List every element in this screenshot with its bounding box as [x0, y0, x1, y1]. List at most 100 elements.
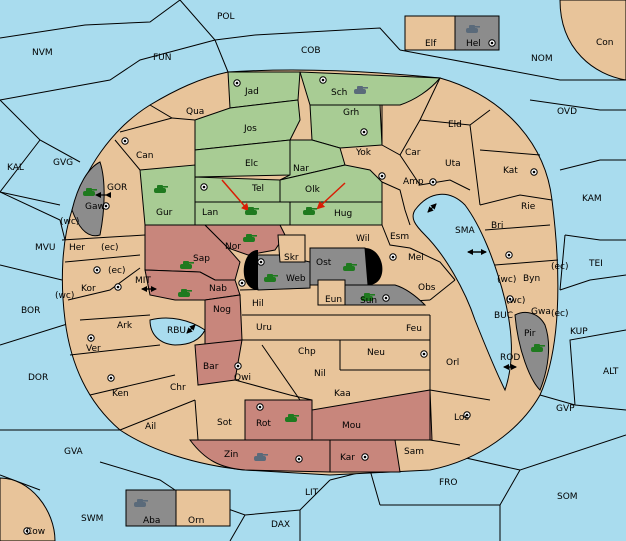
sea-label-pol[interactable]: POL	[217, 12, 235, 22]
sea-label-fro[interactable]: FRO	[439, 478, 458, 488]
land-label-car[interactable]: Car	[405, 148, 421, 158]
land-label-con[interactable]: Con	[596, 38, 614, 48]
land-label-sun[interactable]: Sun	[360, 296, 377, 306]
land-label-hug[interactable]: Hug	[334, 209, 352, 219]
land-label-yok[interactable]: Yok	[355, 148, 372, 158]
land-label-neu[interactable]: Neu	[367, 348, 385, 358]
land-label-zin[interactable]: Zin	[224, 450, 238, 460]
land-label-olk[interactable]: Olk	[305, 185, 321, 195]
land-label-elf[interactable]: Elf	[425, 39, 437, 49]
sea-label-kal[interactable]: KAL	[7, 163, 24, 173]
land-label-kat[interactable]: Kat	[503, 166, 518, 176]
land-label-web[interactable]: Web	[286, 274, 306, 284]
province-nog[interactable]	[204, 294, 243, 346]
land-label-lan[interactable]: Lan	[202, 208, 218, 218]
province-aba[interactable]	[125, 489, 177, 527]
sea-label-fun[interactable]: FUN	[153, 53, 172, 63]
land-label-jad[interactable]: Jad	[244, 87, 259, 97]
sea-label-cob[interactable]: COB	[301, 46, 321, 56]
sea-label-som[interactable]: SOM	[557, 492, 578, 502]
sea-label-gvg[interactable]: GVG	[53, 158, 73, 168]
sea-label-swm[interactable]: SWM	[81, 514, 103, 524]
land-label-amp[interactable]: Amp	[403, 177, 424, 187]
sea-label-gvp[interactable]: GVP	[556, 404, 575, 414]
coast-label-gwa-ec[interactable]: (ec)	[551, 309, 569, 319]
land-label-ail[interactable]: Ail	[145, 422, 156, 432]
land-label-qua[interactable]: Qua	[186, 107, 204, 117]
land-label-los[interactable]: Los	[454, 413, 469, 423]
sea-label-rbu[interactable]: RBU	[167, 326, 186, 336]
land-label-esm[interactable]: Esm	[390, 232, 409, 242]
land-label-chp[interactable]: Chp	[298, 347, 316, 357]
land-label-nor[interactable]: Nor	[225, 242, 241, 252]
land-label-orn[interactable]: Orn	[188, 516, 204, 526]
land-label-eld[interactable]: Eld	[448, 120, 462, 130]
land-label-kaa[interactable]: Kaa	[334, 389, 351, 399]
coast-label-her-wc[interactable]: (wc)	[60, 217, 79, 227]
land-label-eun[interactable]: Eun	[325, 295, 342, 305]
land-label-ken[interactable]: Ken	[112, 389, 129, 399]
sea-label-mvu[interactable]: MVU	[35, 243, 56, 253]
land-label-tel[interactable]: Tel	[251, 184, 264, 194]
land-label-gaw[interactable]: Gaw	[85, 202, 105, 212]
land-label-hel[interactable]: Hel	[466, 39, 481, 49]
land-label-elc[interactable]: Elc	[245, 159, 258, 169]
sea-label-kup[interactable]: KUP	[570, 327, 588, 337]
coast-label-kor-wc[interactable]: (wc)	[55, 291, 74, 301]
coast-label-kor-ec[interactable]: (ec)	[108, 266, 126, 276]
land-label-gur[interactable]: Gur	[156, 208, 173, 218]
land-label-nog[interactable]: Nog	[213, 305, 231, 315]
province-eun[interactable]	[317, 279, 346, 306]
land-label-uta[interactable]: Uta	[445, 159, 461, 169]
sea-label-tei[interactable]: TEI	[588, 259, 603, 269]
land-label-kar[interactable]: Kar	[340, 453, 355, 463]
sea-label-alt[interactable]: ALT	[603, 367, 619, 377]
province-orn[interactable]	[175, 489, 231, 527]
land-label-feu[interactable]: Feu	[406, 324, 422, 334]
land-label-ost[interactable]: Ost	[316, 258, 332, 268]
coast-label-byn-wc[interactable]: (wc)	[497, 275, 516, 285]
land-label-byn[interactable]: Byn	[523, 274, 540, 284]
sea-label-ovd[interactable]: OVD	[557, 107, 577, 117]
sea-label-lit[interactable]: LIT	[305, 488, 319, 498]
land-label-ver[interactable]: Ver	[86, 344, 101, 354]
land-label-wil[interactable]: Wil	[356, 234, 370, 244]
province-sun[interactable]	[339, 284, 427, 306]
land-label-qwi[interactable]: Qwi	[234, 373, 251, 383]
land-label-nar[interactable]: Nar	[293, 164, 309, 174]
land-label-bri[interactable]: Bri	[491, 221, 503, 231]
land-label-sam[interactable]: Sam	[404, 447, 424, 457]
sea-label-kam[interactable]: KAM	[582, 194, 602, 204]
land-label-can[interactable]: Can	[136, 151, 154, 161]
sea-label-sma[interactable]: SMA	[455, 226, 475, 236]
land-label-cow[interactable]: Cow	[26, 527, 45, 537]
sea-label-dax[interactable]: DAX	[271, 520, 290, 530]
land-label-skr[interactable]: Skr	[284, 253, 299, 263]
coast-label-byn-ec[interactable]: (ec)	[551, 262, 569, 272]
land-label-mel[interactable]: Mel	[408, 253, 424, 263]
sea-label-nvm[interactable]: NVM	[32, 48, 53, 58]
sea-label-gor[interactable]: GOR	[107, 183, 127, 193]
land-label-uru[interactable]: Uru	[256, 323, 272, 333]
land-label-jos[interactable]: Jos	[243, 124, 257, 134]
coast-label-her-ec[interactable]: (ec)	[101, 243, 119, 253]
land-label-obs[interactable]: Obs	[418, 283, 436, 293]
land-label-sch[interactable]: Sch	[331, 88, 347, 98]
sea-label-gva[interactable]: GVA	[64, 447, 84, 457]
land-label-aba[interactable]: Aba	[143, 516, 160, 526]
land-label-orl[interactable]: Orl	[446, 358, 459, 368]
sea-label-rod[interactable]: ROD	[500, 353, 520, 363]
province-skr[interactable]	[277, 234, 306, 263]
sea-label-buc[interactable]: BUC	[494, 311, 513, 321]
land-label-nab[interactable]: Nab	[209, 284, 227, 294]
province-sch[interactable]	[299, 71, 442, 106]
sea-label-bor[interactable]: BOR	[21, 306, 40, 316]
land-label-gwa[interactable]: Gwa	[531, 307, 551, 317]
land-label-sap[interactable]: Sap	[193, 254, 210, 264]
sea-label-dor[interactable]: DOR	[28, 373, 48, 383]
province-grh[interactable]	[309, 104, 383, 149]
province-elf[interactable]	[404, 15, 456, 51]
land-label-rot[interactable]: Rot	[256, 419, 271, 429]
land-label-grh[interactable]: Grh	[343, 108, 359, 118]
land-label-pir[interactable]: Pir	[524, 329, 536, 339]
